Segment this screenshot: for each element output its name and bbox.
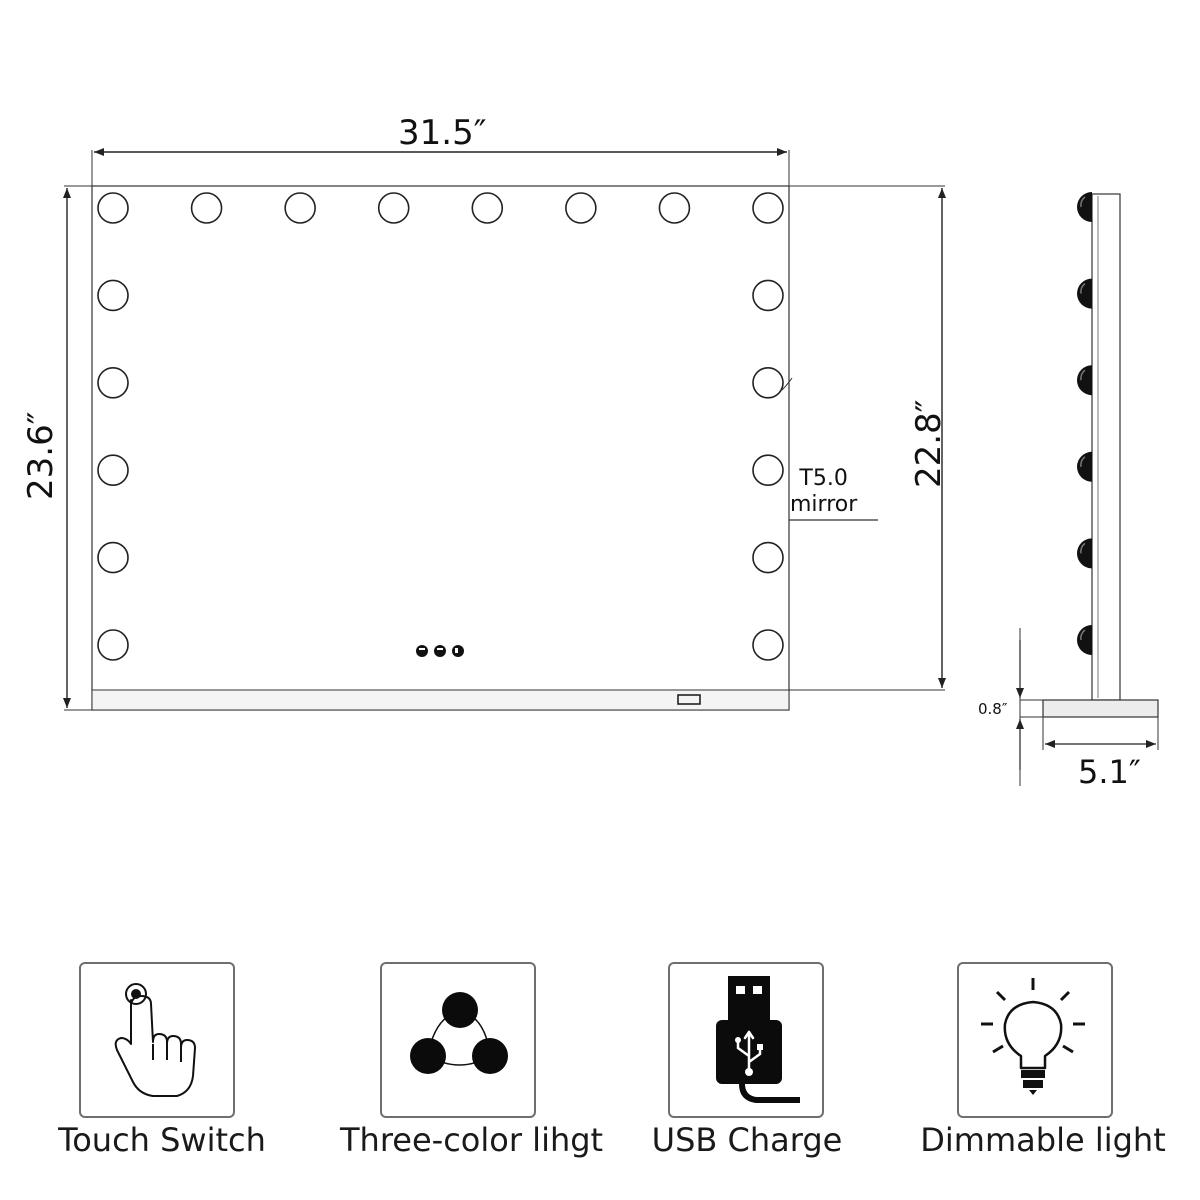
bulb xyxy=(97,279,129,312)
bulb xyxy=(97,541,129,574)
bulb xyxy=(752,454,784,487)
front-view xyxy=(91,185,790,711)
side-bulb xyxy=(1077,538,1092,569)
side-bulb xyxy=(1077,451,1092,482)
light-bulb-icon xyxy=(981,978,1085,1095)
side-bulb-highlight xyxy=(1080,456,1086,467)
side-panel xyxy=(1091,193,1121,701)
touch-button xyxy=(434,645,446,657)
usb-port xyxy=(677,694,701,705)
side-view xyxy=(1016,192,1159,786)
touch-switch-icon xyxy=(114,983,196,1097)
feature-label-usb-charge: USB Charge xyxy=(651,1121,843,1159)
side-bulb xyxy=(1077,625,1092,655)
outer-height-label: 23.6″ xyxy=(21,411,61,500)
feature-label-touch-switch: Touch Switch xyxy=(58,1121,266,1159)
bulb xyxy=(97,629,129,661)
callout-line-2: mirror xyxy=(790,492,858,517)
inner-height-dimension-line xyxy=(789,185,946,691)
touch-button xyxy=(416,645,428,657)
side-bulb-highlight xyxy=(1080,629,1086,641)
feature-touch-switch xyxy=(79,962,235,1118)
mirror-frame xyxy=(91,185,790,711)
callout-line-1: T5.0 xyxy=(799,466,848,491)
width-dimension-line xyxy=(91,148,790,186)
side-bulb xyxy=(1077,192,1092,222)
side-bulb-highlight xyxy=(1080,196,1086,208)
bulb xyxy=(752,279,784,312)
three-color-light-icon xyxy=(410,992,508,1074)
touch-buttons xyxy=(416,645,464,657)
bulb xyxy=(752,366,784,399)
feature-dimmable-light xyxy=(957,962,1113,1118)
bulb xyxy=(97,366,129,399)
side-bulb xyxy=(1077,365,1092,396)
bulb xyxy=(565,192,597,224)
side-base xyxy=(1042,699,1159,718)
mirror-callout: T5.0 mirror xyxy=(790,466,857,518)
side-bulb xyxy=(1077,278,1092,309)
bulb xyxy=(377,192,410,224)
mirror-drawing xyxy=(63,148,1159,786)
inner-height-label: 22.8″ xyxy=(909,399,949,488)
mirror-base-strip xyxy=(91,689,790,711)
side-bulb-highlight xyxy=(1080,282,1086,294)
side-bulbs xyxy=(1077,192,1092,655)
front-bulbs xyxy=(97,192,784,661)
callout-leader xyxy=(781,377,878,521)
bulb xyxy=(97,192,129,224)
side-bulb-highlight xyxy=(1080,369,1086,381)
outer-height-dimension-line xyxy=(63,185,92,711)
depth-label: 5.1″ xyxy=(1078,753,1141,791)
feature-three-color-light xyxy=(380,962,536,1118)
base-height-label: 0.8″ xyxy=(978,700,1008,718)
bulb xyxy=(752,541,784,574)
bulb xyxy=(752,192,784,224)
bulb xyxy=(190,192,223,224)
feature-label-dimmable-light: Dimmable light xyxy=(920,1121,1166,1159)
side-bulb-highlight xyxy=(1080,542,1086,554)
bulb xyxy=(284,192,316,224)
width-label: 31.5″ xyxy=(398,113,487,153)
feature-label-three-color-light: Three-color lihgt xyxy=(340,1121,604,1159)
bulb xyxy=(752,629,784,661)
usb-icon xyxy=(716,976,800,1103)
bulb xyxy=(97,454,129,487)
bulb xyxy=(658,192,691,224)
feature-usb-charge xyxy=(668,962,824,1118)
bulb xyxy=(471,192,504,224)
